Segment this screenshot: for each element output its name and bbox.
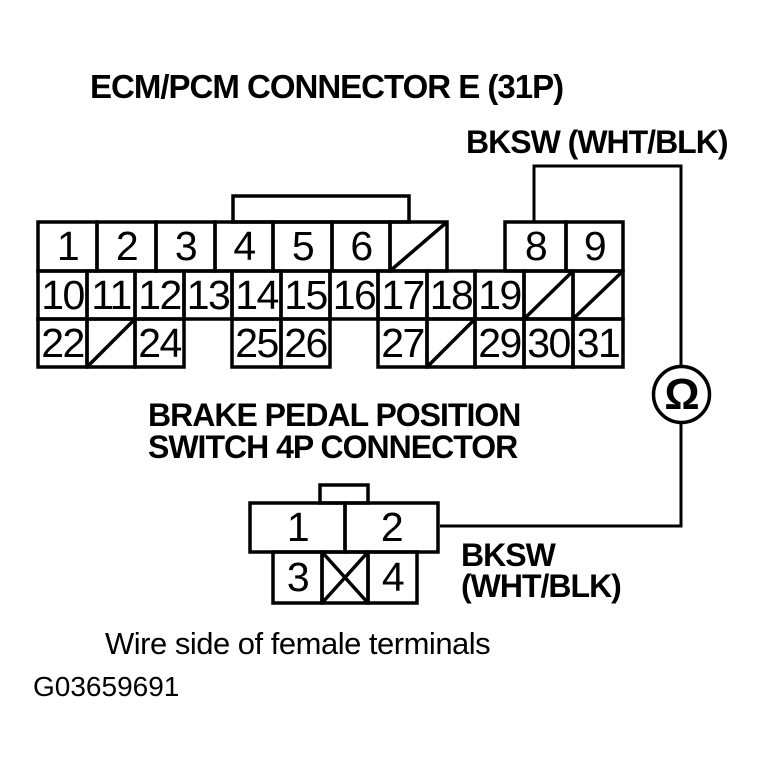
- pin-label-18: 18: [429, 272, 474, 318]
- bksw-wire-label-bottom: BKSW (WHT/BLK): [461, 537, 622, 604]
- switch-connector-title-line2: SWITCH 4P CONNECTOR: [148, 429, 518, 465]
- pin-label-22: 22: [41, 320, 85, 366]
- switch-connector-title: BRAKE PEDAL POSITION SWITCH 4P CONNECTOR: [148, 397, 521, 465]
- ecm-connector-title: ECM/PCM CONNECTOR E (31P): [90, 68, 564, 105]
- switch-pin-label-1: 1: [286, 504, 310, 550]
- switch-pin-label-4: 4: [381, 554, 405, 600]
- blocked-pin-slash-21: [571, 269, 625, 321]
- bksw-wire-label-bottom-line1: BKSW: [461, 537, 556, 573]
- pin-label-12: 12: [138, 272, 182, 318]
- pin-label-2: 2: [115, 223, 139, 269]
- switch-pin-label-2: 2: [380, 504, 404, 550]
- switch-connector-top-tab: [318, 483, 370, 505]
- pin-box-31: [571, 317, 625, 369]
- pin-box-24: [133, 317, 186, 369]
- bksw-wire-label-bottom-line2: (WHT/BLK): [461, 568, 622, 604]
- pin-label-27: 27: [381, 320, 425, 366]
- pin-label-17: 17: [381, 272, 425, 318]
- blocked-pin-slash-20: [522, 269, 575, 321]
- pin-label-8: 8: [524, 223, 548, 269]
- pin-label-10: 10: [41, 272, 85, 318]
- pin-label-3: 3: [174, 223, 198, 269]
- switch-connector-title-line1: BRAKE PEDAL POSITION: [148, 397, 521, 433]
- pin-label-1: 1: [56, 223, 80, 269]
- blocked-pin-slash-23: [85, 317, 137, 369]
- switch-pin-box-4: [366, 550, 419, 605]
- wire-side-caption: Wire side of female terminals: [105, 626, 491, 661]
- pin-label-11: 11: [91, 272, 132, 318]
- pin-label-13: 13: [186, 272, 231, 318]
- blocked-pin-slash-7: [388, 220, 449, 273]
- pin-box-26: [279, 317, 332, 369]
- pin-label-29: 29: [478, 320, 522, 366]
- pin-label-14: 14: [235, 272, 279, 318]
- pin-label-24: 24: [138, 320, 182, 366]
- omega-symbol: Ω: [664, 370, 700, 419]
- ecm-connector-top-tab: [231, 194, 411, 224]
- figure-id: G03659691: [33, 671, 180, 702]
- pin-label-4: 4: [233, 223, 256, 269]
- switch-pin-label-3: 3: [286, 554, 310, 600]
- pin-label-16: 16: [332, 272, 377, 318]
- pin-label-5: 5: [291, 223, 315, 269]
- blocked-pin-slash-28: [425, 317, 477, 369]
- ohmmeter-circle: [651, 364, 712, 425]
- pin-label-30: 30: [527, 320, 571, 366]
- pin-label-31: 31: [576, 320, 621, 366]
- pin-label-6: 6: [350, 223, 373, 269]
- bksw-wire-label-top: BKSW (WHT/BLK): [466, 124, 728, 160]
- pin-label-9: 9: [583, 223, 607, 269]
- pin-label-15: 15: [284, 272, 328, 318]
- pin-label-26: 26: [284, 320, 328, 366]
- wire-ohmmeter-to-pin2: [440, 422, 683, 528]
- pin-label-25: 25: [235, 320, 279, 366]
- switch-blocked-pin-cross-b: [320, 550, 370, 605]
- wire-pin8-to-ohmmeter: [532, 164, 683, 367]
- pin-label-19: 19: [478, 272, 522, 318]
